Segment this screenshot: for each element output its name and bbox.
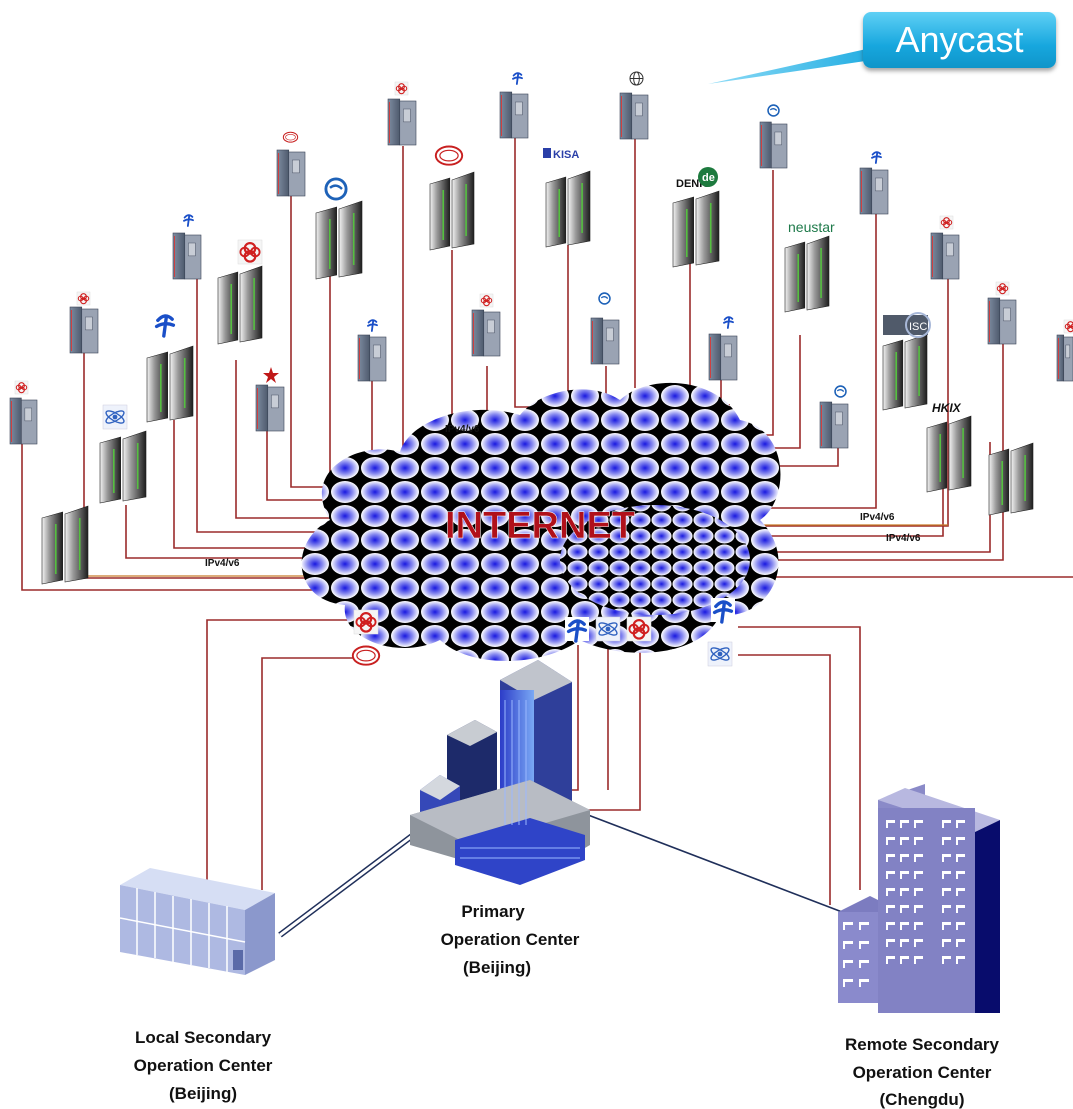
anycast-node-server [590, 317, 620, 365]
primary-center-label-line3: (Beijing) [463, 958, 531, 977]
primary-center-label-line1: Primary [461, 902, 525, 921]
isc-logo: ISC [883, 312, 931, 338]
anycast-node-rack [41, 505, 89, 585]
unicom-logo-icon [237, 239, 263, 265]
hkix-logo-text: HKIX [932, 401, 962, 415]
primary-center-label: Primary Operation Center (Beijing) [441, 902, 580, 977]
mobile-logo-icon [324, 177, 348, 201]
anycast-node-server [759, 121, 788, 169]
unicom-logo-icon [939, 215, 954, 230]
telecom-logo-icon [182, 213, 195, 227]
anycast-node-rack [146, 345, 194, 423]
link-label-ipv4v6-right1: IPv4/v6 [860, 512, 895, 523]
internet-cloud: INTERNET [301, 382, 781, 661]
primary-center-label-line2: Operation Center [441, 930, 580, 949]
neustar-logo-text: neustar [788, 219, 835, 235]
unicom-logo-icon [394, 81, 409, 96]
local-center-label: Local Secondary Operation Center (Beijin… [134, 1028, 273, 1103]
remote-center-label-line1: Remote Secondary [845, 1035, 1000, 1054]
isc-logo-text: ISC [909, 321, 927, 333]
anycast-node-rack [926, 415, 972, 493]
anycast-nodes [9, 91, 1073, 585]
mobile-logo-icon [834, 385, 847, 398]
anycast-node-server [619, 92, 649, 140]
anycast-node-rack [99, 430, 147, 504]
atom-logo-icon [102, 404, 128, 430]
anycast-node-server [987, 297, 1017, 345]
anycast-node-server [9, 397, 38, 445]
local-center-label-line3: (Beijing) [169, 1084, 237, 1103]
anycast-node-server [69, 306, 99, 354]
link-label-ipv4v6-left: IPv4/v6 [205, 558, 240, 569]
anycast-node-server [387, 98, 417, 146]
unicom-logo-icon [353, 609, 379, 635]
anycast-node-rack [784, 235, 830, 313]
anycast-node-rack [545, 170, 591, 248]
kisa-logo-text: KISA [553, 149, 579, 161]
anycast-node-server [499, 91, 529, 139]
unicom-logo-icon [1063, 319, 1073, 334]
anycast-node-rack [882, 333, 928, 411]
atom-logo-icon [707, 641, 733, 667]
anycast-node-rack [217, 265, 263, 345]
anycast-node-rack [672, 190, 720, 268]
local-center-label-line1: Local Secondary [135, 1028, 272, 1047]
anycast-node-server [172, 232, 202, 280]
telecom-logo-icon [366, 318, 379, 332]
telecom-logo-icon [711, 598, 735, 624]
anycast-node-server [1056, 334, 1073, 382]
denic-logo: DENIC de [676, 167, 718, 190]
anycast-node-server [255, 384, 285, 432]
link-label-ipv4v6-right2: IPv4/v6 [886, 533, 921, 544]
star-logo-icon [263, 367, 279, 383]
mobile-logo-icon [767, 104, 780, 117]
internet-label: INTERNET [445, 505, 635, 547]
anycast-node-server [819, 401, 849, 449]
orange-links [86, 524, 948, 577]
remote-center-label: Remote Secondary Operation Center (Cheng… [845, 1035, 1000, 1109]
operator-logos [14, 71, 1073, 667]
anycast-node-server [357, 334, 387, 382]
atom-logo-icon [595, 616, 621, 642]
telecom-logo-icon [722, 315, 735, 329]
cernet-logo-icon [282, 131, 299, 143]
unicom-logo-icon [479, 293, 494, 308]
anycast-node-rack [429, 171, 475, 251]
anycast-callout: Anycast [863, 12, 1056, 68]
unicom-logo-icon [76, 291, 91, 306]
anycast-node-server [471, 309, 501, 357]
anycast-node-server [708, 333, 738, 381]
remote-center-label-line2: Operation Center [853, 1063, 992, 1082]
local-secondary-operation-center-building [119, 868, 275, 975]
telecom-logo-icon [511, 71, 524, 85]
telecom-logo-icon [153, 312, 177, 338]
hkix-logo: HKIX [932, 401, 962, 415]
mobile-logo-icon [598, 292, 611, 305]
primary-operation-center-building [410, 660, 590, 885]
unicom-logo-icon [995, 281, 1010, 296]
cnnic-logo-icon [629, 71, 644, 86]
neustar-logo: neustar [788, 219, 835, 235]
kisa-logo: KISA [543, 148, 579, 161]
anycast-node-rack [988, 442, 1034, 516]
local-center-label-line2: Operation Center [134, 1056, 273, 1075]
anycast-node-server [930, 232, 960, 280]
denic-badge-text: de [702, 172, 715, 184]
link-label-ipv4v6-top: IPv4/v6 [445, 424, 480, 435]
remote-center-label-line3: (Chengdu) [880, 1090, 965, 1109]
anycast-node-rack [315, 200, 363, 280]
unicom-logo-icon [14, 380, 29, 395]
remote-secondary-operation-center-building [838, 784, 1000, 1013]
cernet-logo-icon [351, 645, 381, 666]
telecom-logo-icon [870, 150, 883, 164]
telecom-logo-icon [565, 617, 589, 643]
anycast-node-server [859, 167, 889, 215]
callout-pointer [708, 46, 886, 84]
anycast-node-server [276, 149, 306, 197]
unicom-logo-icon [626, 616, 652, 642]
cernet-logo-icon [434, 145, 464, 166]
